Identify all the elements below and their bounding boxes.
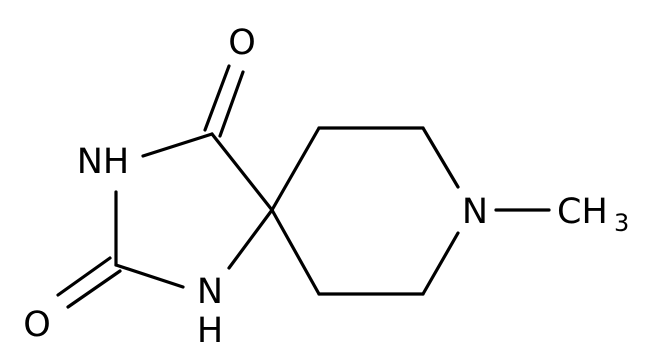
atom-h-bottom: H <box>197 311 223 351</box>
bonds <box>56 64 551 309</box>
atom-methyl-subscript: 3 <box>614 209 629 237</box>
bond-c4-spiro <box>210 132 274 212</box>
bond-c2-o-bottom-b <box>66 269 122 309</box>
atom-nh-left: NH <box>77 142 130 182</box>
atom-methyl-ch: CH <box>557 192 608 232</box>
bond-ring-ll-spiro <box>270 208 321 296</box>
bond-ring-ur-n <box>421 126 460 189</box>
bond-c2-o-bottom-a <box>56 256 112 297</box>
atom-n-ring: N <box>462 192 488 232</box>
bond-n1-spiro <box>227 208 274 270</box>
bond-c4-n3 <box>141 132 214 158</box>
bond-c4-o-top-a <box>203 64 231 132</box>
atom-o-top: O <box>228 23 256 63</box>
atom-n-bottom: N <box>197 272 223 312</box>
bond-c2-n1 <box>114 263 185 289</box>
bond-spiro-ring-ul <box>270 126 321 212</box>
bond-c4-o-top-b <box>218 70 245 138</box>
bond-n-ring-lr <box>421 231 460 296</box>
atom-labels: O NH N H O N CH 3 <box>23 23 629 351</box>
atom-o-bottom: O <box>23 305 51 345</box>
